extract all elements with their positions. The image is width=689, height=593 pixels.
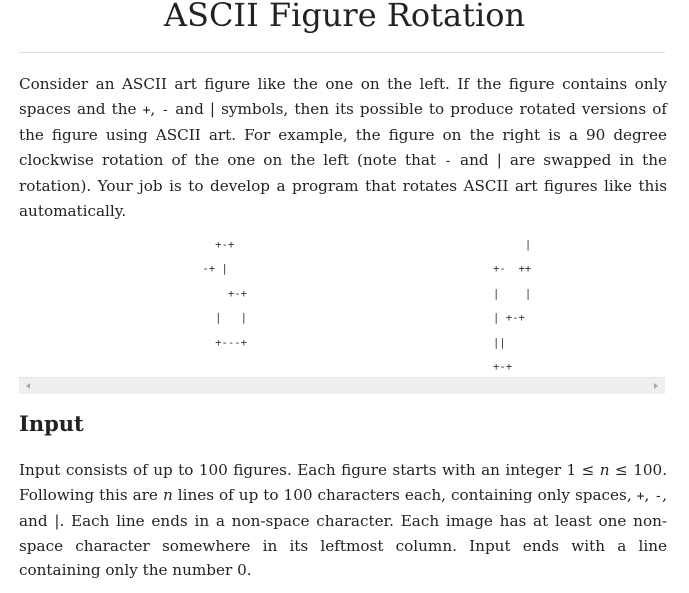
math-var-n-2: n [162, 485, 173, 504]
intro-text-3: and [169, 99, 210, 118]
n-var-math: n [163, 486, 173, 504]
math-var-n: n [599, 461, 610, 479]
n-range-math: 1 ≤ n ≤ 100 [567, 461, 663, 479]
dash-symbol-3: - [654, 488, 663, 504]
input-text-6: . Each line ends in a non-space characte… [19, 512, 667, 579]
scroll-left-icon[interactable] [26, 383, 30, 389]
math-lower: 1 ≤ [566, 461, 600, 479]
dash-symbol-2: - [444, 153, 452, 169]
rotated-figure: | +- ++ | | | +-+ || +-+ [493, 239, 532, 374]
intro-text-2: , [150, 99, 162, 118]
input-text-5: , and [19, 485, 667, 531]
plus-symbol-2: + [636, 488, 645, 504]
horizontal-scrollbar[interactable] [19, 377, 665, 394]
pipe-symbol: | [209, 99, 216, 118]
title-divider [19, 52, 665, 53]
intro-text-4: symbols, then its possible to produce ro… [19, 99, 667, 169]
intro-paragraph: Consider an ASCII art figure like the on… [19, 72, 667, 223]
input-text-1: Input consists of up to 100 figures. Eac… [19, 461, 567, 479]
plus-symbol: + [142, 102, 151, 118]
pipe-symbol-3: | [54, 512, 60, 530]
figure-table-scroll-area[interactable]: +-+ -+ | +-+ | | +---+ | +- ++ | | | +-+… [19, 230, 665, 377]
page-title: ASCII Figure Rotation [163, 0, 526, 34]
dash-symbol: - [161, 102, 170, 118]
zero-math: 0 [237, 561, 247, 579]
math-upper: ≤ 100 [609, 461, 663, 479]
input-heading: Input [19, 411, 84, 436]
intro-text-5: and [451, 150, 497, 169]
input-text-4: , [644, 485, 655, 504]
input-text-3: lines of up to 100 characters each, cont… [172, 485, 637, 504]
intro-text-1: Consider an ASCII art figure like the on… [19, 75, 667, 118]
scroll-right-icon[interactable] [654, 383, 658, 389]
input-paragraph: Input consists of up to 100 figures. Eac… [19, 458, 667, 583]
input-text-7: . [246, 561, 252, 579]
original-figure: +-+ -+ | +-+ | | +---+ [202, 239, 248, 349]
intro-text-6: are swapped in the rotation). Your job i… [19, 150, 667, 220]
pipe-symbol-2: | [496, 150, 502, 169]
input-text-2: . Following this are [19, 461, 668, 504]
